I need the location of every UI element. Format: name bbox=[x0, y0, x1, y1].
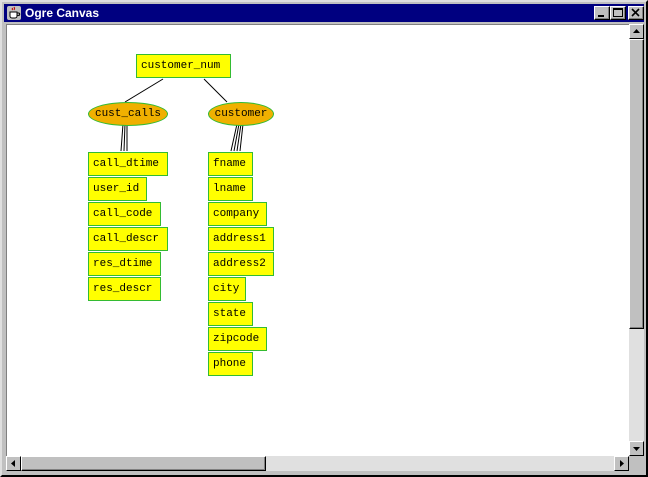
title-bar[interactable]: Ogre Canvas bbox=[4, 4, 644, 22]
edge-customer-columns bbox=[230, 123, 244, 152]
scroll-right-button[interactable] bbox=[614, 456, 629, 471]
vertical-scrollbar[interactable] bbox=[629, 24, 644, 456]
scroll-left-button[interactable] bbox=[6, 456, 21, 471]
maximize-icon bbox=[613, 8, 623, 17]
close-button[interactable] bbox=[628, 6, 644, 20]
column-node[interactable]: address2 bbox=[208, 252, 274, 276]
arrow-down-icon bbox=[633, 447, 640, 451]
graph-canvas[interactable]: customer_num cust_calls customer call_dt… bbox=[6, 24, 630, 457]
graph-edges bbox=[120, 78, 244, 152]
column-node[interactable]: city bbox=[208, 277, 246, 301]
scroll-down-button[interactable] bbox=[629, 441, 644, 456]
root-node[interactable]: customer_num bbox=[136, 54, 231, 78]
edge-root-customer bbox=[203, 78, 228, 103]
horizontal-scroll-thumb[interactable] bbox=[21, 456, 266, 471]
scroll-up-button[interactable] bbox=[629, 24, 644, 39]
arrow-up-icon bbox=[633, 29, 640, 33]
column-node[interactable]: fname bbox=[208, 152, 253, 176]
minimize-button[interactable] bbox=[594, 6, 610, 20]
column-node[interactable]: zipcode bbox=[208, 327, 267, 351]
scrollbar-corner bbox=[629, 456, 644, 471]
vertical-scroll-thumb[interactable] bbox=[629, 39, 644, 329]
column-node[interactable]: user_id bbox=[88, 177, 147, 201]
column-node[interactable]: state bbox=[208, 302, 253, 326]
arrow-left-icon bbox=[11, 460, 15, 467]
java-coffee-cup-icon bbox=[7, 6, 21, 20]
column-node[interactable]: phone bbox=[208, 352, 253, 376]
edge-root-cust-calls bbox=[124, 78, 164, 103]
edge-cust-calls-columns bbox=[120, 123, 128, 152]
column-node[interactable]: call_dtime bbox=[88, 152, 168, 176]
column-node[interactable]: res_descr bbox=[88, 277, 161, 301]
maximize-button[interactable] bbox=[610, 6, 626, 20]
close-icon bbox=[631, 8, 640, 17]
minimize-icon bbox=[598, 15, 604, 17]
column-node[interactable]: address1 bbox=[208, 227, 274, 251]
column-node[interactable]: call_descr bbox=[88, 227, 168, 251]
column-node[interactable]: lname bbox=[208, 177, 253, 201]
column-node[interactable]: company bbox=[208, 202, 267, 226]
column-node[interactable]: call_code bbox=[88, 202, 161, 226]
horizontal-scrollbar[interactable] bbox=[6, 456, 629, 471]
arrow-right-icon bbox=[620, 460, 624, 467]
window-title: Ogre Canvas bbox=[25, 6, 100, 20]
table-node-customer[interactable]: customer bbox=[208, 102, 274, 126]
table-node-cust-calls[interactable]: cust_calls bbox=[88, 102, 168, 126]
column-node[interactable]: res_dtime bbox=[88, 252, 161, 276]
